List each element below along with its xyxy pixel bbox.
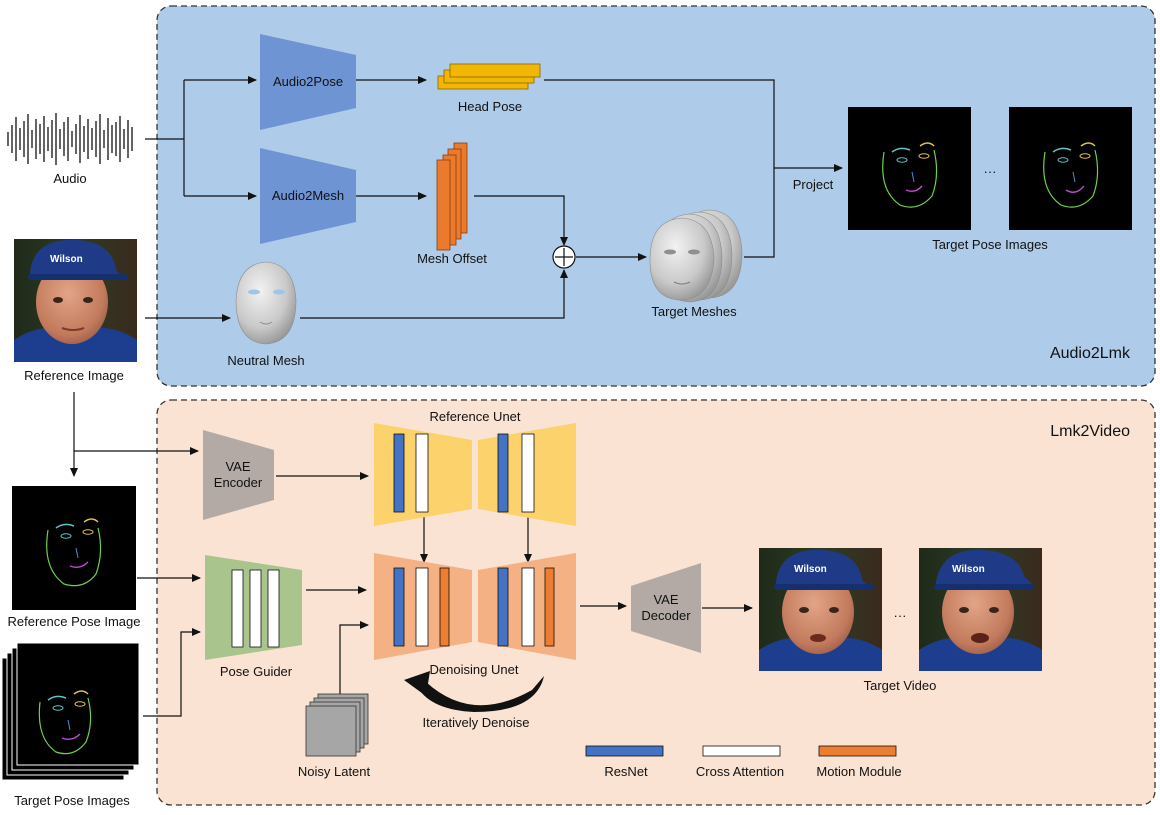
bottom-connectors bbox=[276, 472, 753, 700]
vae-encoder-block bbox=[203, 430, 274, 520]
left-connectors bbox=[70, 392, 201, 717]
audio-label: Audio bbox=[53, 171, 86, 186]
legend-resnet-swatch bbox=[585, 745, 664, 757]
head-pose-label: Head Pose bbox=[458, 99, 522, 114]
audio-waveform-icon bbox=[7, 113, 133, 165]
svg-text:Wilson: Wilson bbox=[952, 564, 985, 575]
legend-cross-attention-label: Cross Attention bbox=[696, 764, 784, 779]
vae-decoder-block bbox=[631, 563, 701, 653]
legend-resnet-label: ResNet bbox=[604, 764, 648, 779]
legend-motion-module-swatch bbox=[818, 745, 897, 757]
svg-text:Wilson: Wilson bbox=[794, 564, 827, 575]
iterative-denoise-arrow-icon bbox=[404, 671, 544, 712]
pose-guider-block bbox=[205, 555, 302, 660]
denoising-unet-label: Denoising Unet bbox=[430, 662, 519, 677]
target-pose-images-stack bbox=[1, 642, 140, 781]
target-video-frame-1: Wilson bbox=[759, 548, 882, 671]
target-video-label: Target Video bbox=[864, 678, 937, 693]
target-meshes-icon bbox=[649, 209, 743, 303]
top-ellipsis: ··· bbox=[984, 164, 997, 179]
audio2mesh-block bbox=[260, 148, 356, 244]
mesh-offset-label: Mesh Offset bbox=[417, 251, 487, 266]
audio2mesh-label: Audio2Mesh bbox=[272, 188, 344, 203]
audio2pose-block bbox=[260, 34, 356, 130]
vae-encoder-label-1: VAE bbox=[225, 459, 250, 474]
target-pose-image-1 bbox=[848, 107, 971, 230]
target-pose-image-2 bbox=[1009, 107, 1132, 230]
target-pose-images-left-label: Target Pose Images bbox=[14, 793, 130, 808]
neutral-mesh-icon bbox=[235, 261, 297, 345]
svg-text:Wilson: Wilson bbox=[50, 254, 83, 265]
legend-motion-module-label: Motion Module bbox=[816, 764, 901, 779]
target-pose-images-top-label: Target Pose Images bbox=[932, 237, 1048, 252]
denoising-unet-block bbox=[374, 553, 576, 660]
top-connectors bbox=[145, 76, 843, 322]
vae-encoder-label-2: Encoder bbox=[214, 475, 263, 490]
head-pose-icon bbox=[437, 63, 541, 90]
audio2lmk-title: Audio2Lmk bbox=[1050, 345, 1131, 362]
iteratively-denoise-label: Iteratively Denoise bbox=[423, 715, 530, 730]
audio2lmk-panel bbox=[156, 5, 1156, 387]
mesh-offset-icon bbox=[436, 142, 468, 251]
add-icon bbox=[552, 245, 576, 269]
reference-pose-image bbox=[12, 486, 136, 610]
legend-cross-attention-swatch bbox=[702, 745, 781, 757]
audio2pose-label: Audio2Pose bbox=[273, 74, 343, 89]
lmk2video-title: Lmk2Video bbox=[1050, 423, 1130, 440]
project-label: Project bbox=[793, 177, 834, 192]
noisy-latent-label: Noisy Latent bbox=[298, 764, 371, 779]
noisy-latent-icon bbox=[305, 693, 369, 757]
reference-unet-label: Reference Unet bbox=[429, 409, 520, 424]
vae-decoder-label-1: VAE bbox=[653, 592, 678, 607]
reference-image: Wilson bbox=[14, 239, 137, 362]
pose-guider-label: Pose Guider bbox=[220, 664, 293, 679]
vae-decoder-label-2: Decoder bbox=[641, 608, 691, 623]
bottom-ellipsis: ··· bbox=[894, 608, 907, 623]
reference-pose-image-label: Reference Pose Image bbox=[8, 614, 141, 629]
target-video-frame-2: Wilson bbox=[919, 548, 1042, 671]
legend: ResNet Cross Attention Motion Module bbox=[585, 745, 902, 779]
neutral-mesh-label: Neutral Mesh bbox=[227, 353, 304, 368]
target-meshes-label: Target Meshes bbox=[651, 304, 737, 319]
reference-unet-block bbox=[374, 423, 576, 526]
reference-image-label: Reference Image bbox=[24, 368, 124, 383]
